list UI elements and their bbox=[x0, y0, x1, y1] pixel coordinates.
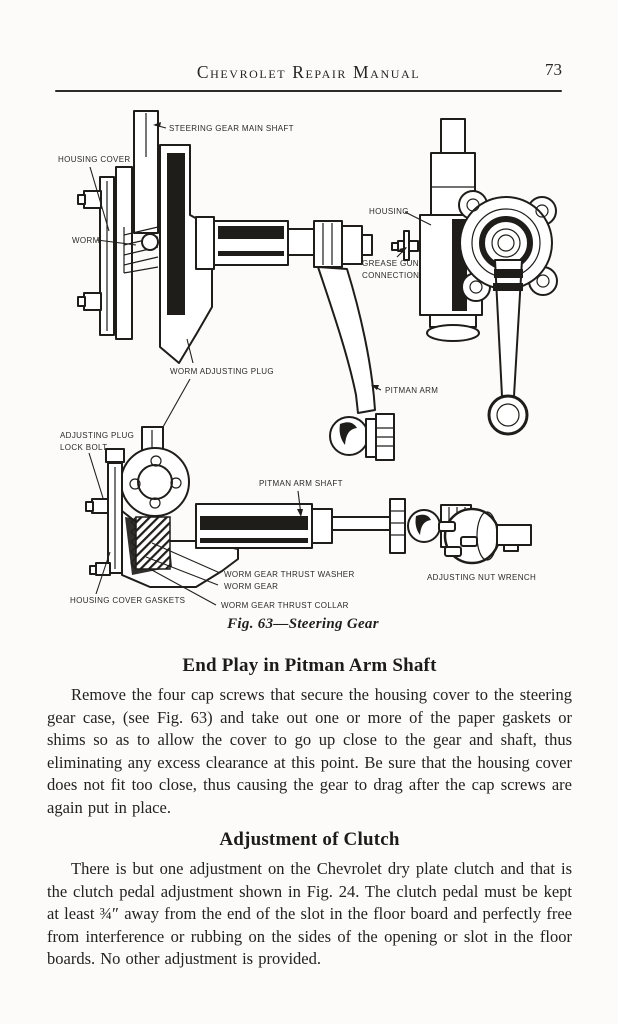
section-clutch-body: There is but one adjustment on the Chevr… bbox=[47, 859, 572, 968]
label-worm-gear-thrust-collar: WORM GEAR THRUST COLLAR bbox=[221, 601, 349, 610]
section-clutch-heading: Adjustment of Clutch bbox=[219, 829, 400, 850]
side-view-assembly bbox=[77, 110, 395, 461]
label-housing: HOUSING bbox=[369, 207, 409, 216]
label-housing-cover-gaskets: HOUSING COVER GASKETS bbox=[70, 596, 185, 605]
label-worm-gear-thrust-washer: WORM GEAR THRUST WASHER bbox=[224, 570, 355, 579]
top-view-assembly bbox=[85, 426, 484, 588]
label-pitman-arm-shaft: PITMAN ARM SHAFT bbox=[259, 479, 343, 488]
label-housing-cover: HOUSING COVER bbox=[58, 155, 131, 164]
figure-drawing: STEERING GEAR MAIN SHAFT HOUSING COVER W… bbox=[58, 110, 558, 632]
grease-fitting bbox=[391, 230, 419, 261]
section-end-play-heading: End Play in Pitman Arm Shaft bbox=[182, 655, 437, 676]
label-adjusting-nut-wrench: ADJUSTING NUT WRENCH bbox=[427, 573, 536, 582]
adjusting-nut-wrench-drawing bbox=[438, 507, 532, 565]
label-adjusting-plug-line1: ADJUSTING PLUG bbox=[60, 431, 134, 440]
label-grease-gun-line2: CONNECTION bbox=[362, 271, 419, 280]
page-number: 73 bbox=[545, 60, 562, 79]
leader-lines bbox=[88, 122, 432, 606]
header-title: Chevrolet Repair Manual bbox=[196, 62, 421, 82]
label-grease-gun-line1: GREASE GUN bbox=[362, 259, 419, 268]
page-header: Chevrolet Repair Manual 73 bbox=[0, 0, 618, 97]
label-worm: WORM bbox=[72, 236, 100, 245]
figure-caption: Fig. 63—Steering Gear bbox=[226, 616, 379, 632]
section-clutch-adjustment: Adjustment of Clutch There is but one ad… bbox=[0, 829, 618, 971]
section-end-play-body: Remove the four cap screws that secure t… bbox=[47, 685, 572, 817]
label-worm-gear: WORM GEAR bbox=[224, 582, 278, 591]
steering-gear-figure: STEERING GEAR MAIN SHAFT HOUSING COVER W… bbox=[0, 97, 618, 645]
label-steering-gear-main-shaft: STEERING GEAR MAIN SHAFT bbox=[169, 124, 294, 133]
figure-labels: STEERING GEAR MAIN SHAFT HOUSING COVER W… bbox=[58, 124, 536, 632]
rear-view-assembly bbox=[391, 118, 558, 436]
worm-coil bbox=[123, 226, 159, 274]
header-rule bbox=[55, 90, 562, 92]
section-end-play: End Play in Pitman Arm Shaft Remove the … bbox=[0, 655, 618, 819]
label-worm-adjusting-plug: WORM ADJUSTING PLUG bbox=[170, 367, 274, 376]
label-adjusting-plug-line2: LOCK BOLT bbox=[60, 443, 107, 452]
text-sections: End Play in Pitman Arm Shaft Remove the … bbox=[0, 645, 618, 971]
label-pitman-arm: PITMAN ARM bbox=[385, 386, 438, 395]
